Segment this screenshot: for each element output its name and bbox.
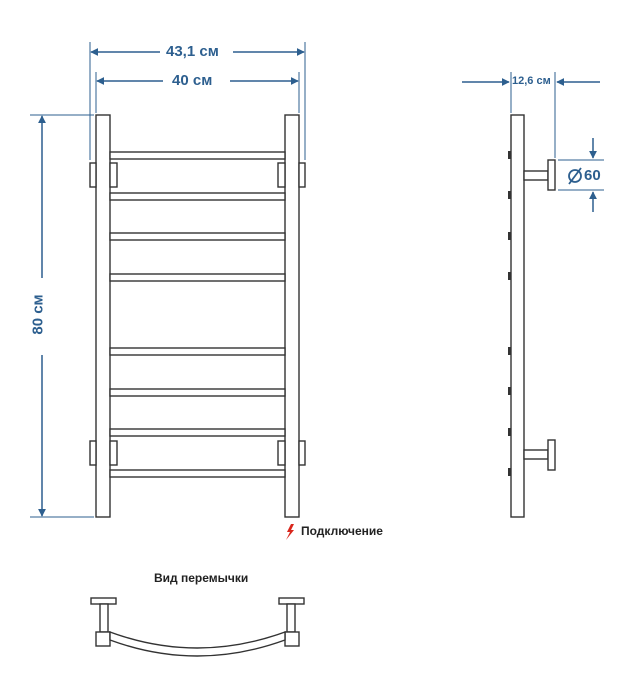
rung-6 bbox=[109, 388, 286, 397]
bracket-top-left-inner bbox=[109, 162, 118, 188]
bracket-bottom-right-outer bbox=[298, 440, 306, 466]
side-pipe bbox=[510, 114, 525, 518]
front-brackets bbox=[89, 162, 306, 466]
front-extension-lines bbox=[30, 42, 306, 518]
diameter-symbol bbox=[568, 167, 582, 185]
jumper-right-block bbox=[284, 631, 300, 647]
rung-2 bbox=[109, 192, 286, 201]
jumper-right-top-plate bbox=[278, 597, 305, 605]
right-pipe bbox=[284, 114, 300, 518]
jumper-view-title: Вид перемычки bbox=[154, 571, 249, 585]
jumper-right-stem bbox=[286, 603, 296, 633]
rung-4 bbox=[109, 273, 286, 282]
rung-1 bbox=[109, 151, 286, 160]
bracket-top-right-inner bbox=[277, 162, 286, 188]
bracket-bottom-right-inner bbox=[277, 440, 286, 466]
side-bracket-bottom-plate bbox=[547, 439, 556, 471]
side-rung-ends bbox=[508, 151, 511, 476]
rung-5 bbox=[109, 347, 286, 356]
rungs bbox=[109, 151, 286, 478]
rung-7 bbox=[109, 428, 286, 437]
overall-width-label: 43,1 см bbox=[166, 43, 219, 60]
rung-8 bbox=[109, 469, 286, 478]
bracket-top-right-outer bbox=[298, 162, 306, 188]
side-extension-lines bbox=[510, 72, 604, 191]
depth-label: 12,6 см bbox=[512, 75, 551, 87]
lightning-icon bbox=[286, 524, 294, 540]
connection-label: Подключение bbox=[301, 524, 383, 538]
height-label: 80 см bbox=[29, 294, 47, 335]
side-view bbox=[510, 114, 556, 518]
side-bracket-top-plate bbox=[547, 159, 556, 191]
left-pipe bbox=[95, 114, 111, 518]
jumper-left-top-plate bbox=[90, 597, 117, 605]
rung-3 bbox=[109, 232, 286, 241]
bracket-bottom-left-inner bbox=[109, 440, 118, 466]
diameter-label: 60 bbox=[584, 167, 601, 184]
jumper-left-stem bbox=[99, 603, 109, 633]
inner-width-label: 40 см bbox=[172, 72, 213, 89]
bracket-bottom-left-outer bbox=[89, 440, 97, 466]
side-bracket-top-arm bbox=[523, 170, 549, 181]
bracket-top-left-outer bbox=[89, 162, 97, 188]
side-bracket-bottom-arm bbox=[523, 449, 549, 460]
jumper-view bbox=[90, 597, 305, 657]
front-view bbox=[89, 114, 306, 518]
jumper-left-block bbox=[95, 631, 111, 647]
jumper-arc bbox=[109, 630, 286, 657]
